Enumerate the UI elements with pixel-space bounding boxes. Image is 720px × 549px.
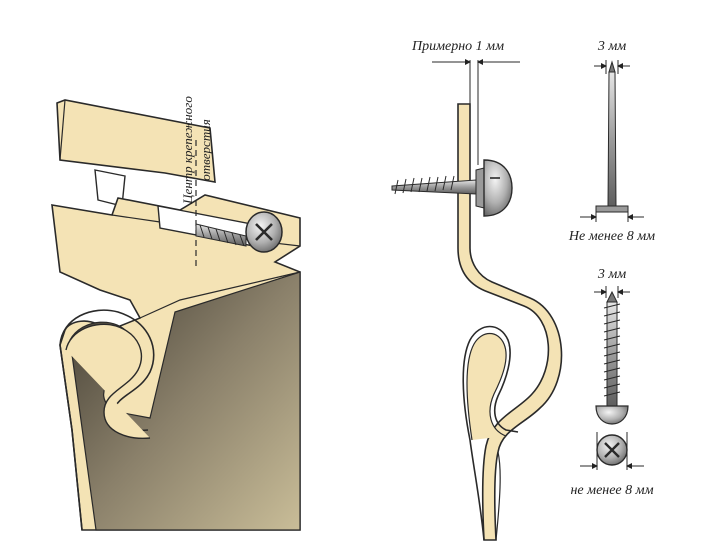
hole-center-label: Центр крепежного <box>180 96 195 205</box>
phillips-icon <box>255 223 273 241</box>
nail-specification: 3 мм Не менее 8 мм <box>568 39 655 244</box>
nail-3mm-label: 3 мм <box>597 39 626 54</box>
siding-panel-perspective: Центр крепежного отверстия <box>51 96 301 531</box>
siding-profile-section: Примерно 1 мм <box>391 39 563 541</box>
screw-min-8mm-label: не менее 8 мм <box>570 483 653 498</box>
nail-icon <box>607 71 617 207</box>
screw-in-slot <box>195 211 283 253</box>
screw-specification: 3 мм не менее 8 мм <box>570 267 653 498</box>
phillips-icon <box>604 442 620 458</box>
screw-3mm-label: 3 мм <box>597 267 626 282</box>
gap-1mm-label: Примерно 1 мм <box>411 39 504 54</box>
nail-min-8mm-label: Не менее 8 мм <box>568 229 655 244</box>
hole-center-label-line2: отверстия <box>198 119 213 181</box>
screw-in-profile <box>391 159 513 217</box>
screw-head-side <box>483 159 513 217</box>
